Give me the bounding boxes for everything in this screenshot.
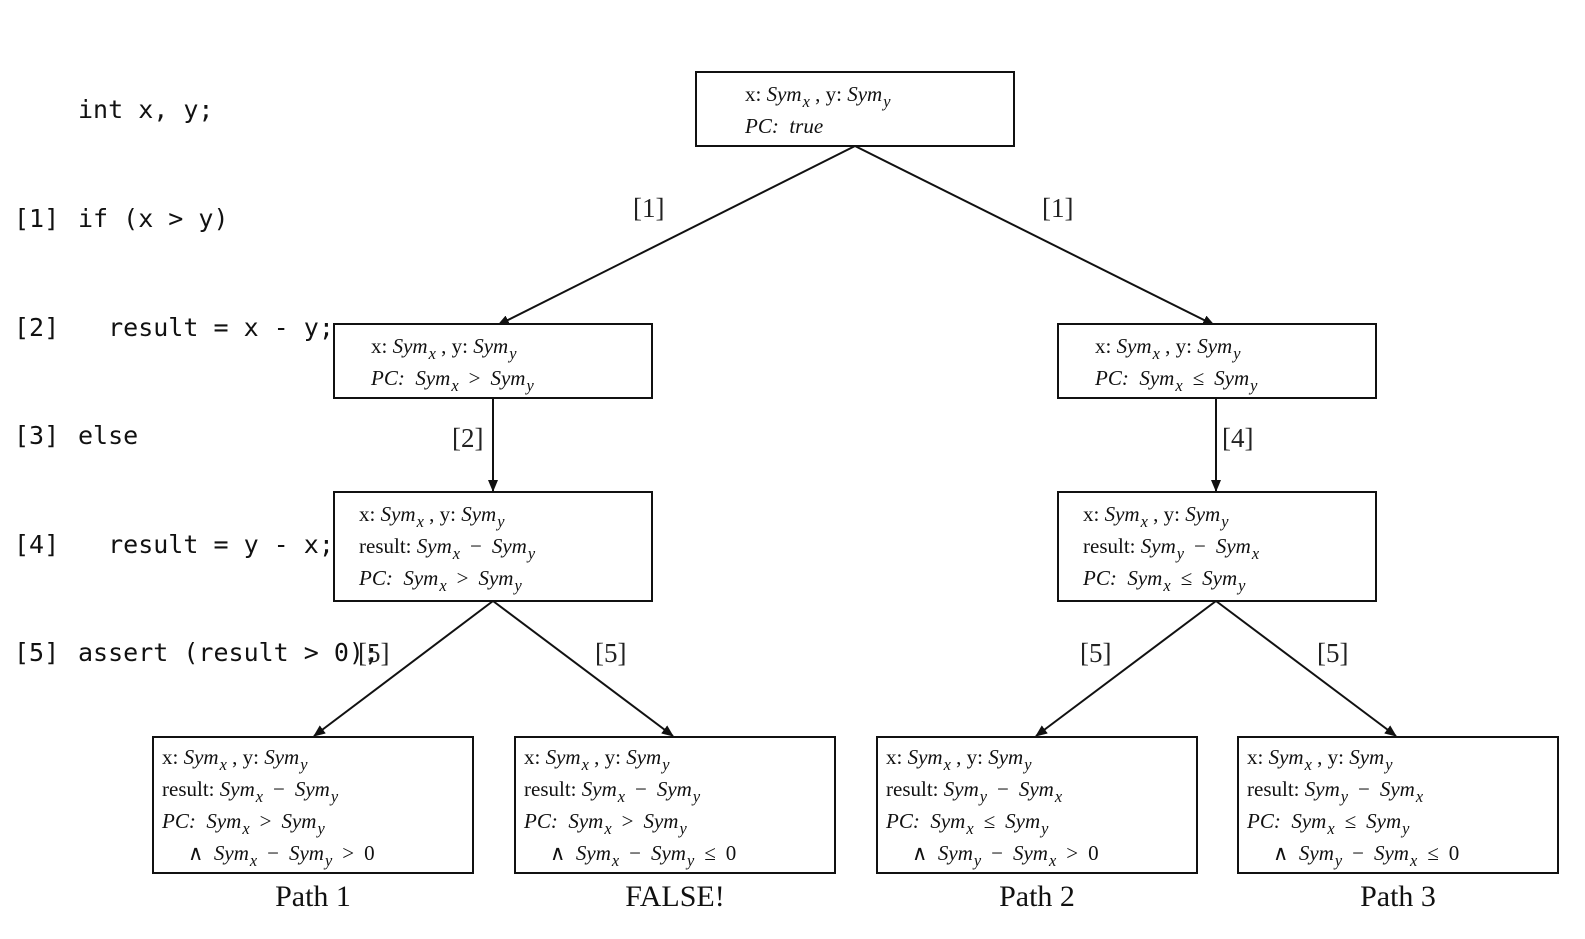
edge-label-right-down: [4]	[1222, 423, 1254, 453]
edge-left-leaf2	[492, 600, 674, 737]
caption-path1: Path 1	[275, 880, 351, 913]
node-leaf-path3: x: Symx , y: Symy result: Symy−Symx PC: …	[1237, 736, 1559, 874]
code-listing: int x, y; [1]if (x > y) [2] result = x -…	[14, 20, 379, 744]
edge-label-leaf1: [5]	[358, 638, 390, 668]
node-leaf-path1: x: Symx , y: Symy result: Symx−Symy PC: …	[152, 736, 474, 874]
edge-label-root-left: [1]	[633, 193, 665, 223]
code-line: [4] result = y - x;	[14, 529, 334, 559]
edge-left-leaf1	[313, 600, 494, 737]
edge-label-leaf2: [5]	[595, 638, 627, 668]
edge-root-right	[854, 145, 1215, 326]
code-line: [1]if (x > y)	[14, 204, 229, 234]
code-line: int x, y;	[78, 95, 214, 125]
edge-label-root-right: [1]	[1042, 193, 1074, 223]
node-root: x: Symx , y: Symy PC: true	[695, 71, 1015, 147]
edge-label-leaf3: [5]	[1080, 638, 1112, 668]
node-right-result: x: Symx , y: Symy result: Symy−Symx PC: …	[1057, 491, 1377, 602]
caption-false: FALSE!	[625, 880, 725, 913]
code-line: [5]assert (result > 0);	[14, 638, 380, 668]
node-left-branch: x: Symx , y: Symy PC: Symx>Symy	[333, 323, 653, 399]
edge-right-leaf3	[1035, 600, 1217, 737]
node-leaf-false: x: Symx , y: Symy result: Symx−Symy PC: …	[514, 736, 836, 874]
node-leaf-path2: x: Symx , y: Symy result: Symy−Symx PC: …	[876, 736, 1198, 874]
edge-label-left-down: [2]	[452, 423, 484, 453]
code-line: [3]else	[14, 421, 139, 451]
caption-path3: Path 3	[1360, 880, 1436, 913]
node-right-branch: x: Symx , y: Symy PC: Symx≤Symy	[1057, 323, 1377, 399]
node-left-result: x: Symx , y: Symy result: Symx−Symy PC: …	[333, 491, 653, 602]
edge-right-leaf4	[1215, 600, 1397, 737]
code-line: [2] result = x - y;	[14, 312, 334, 342]
caption-path2: Path 2	[999, 880, 1075, 913]
edge-root-left	[497, 145, 856, 326]
edge-label-leaf4: [5]	[1317, 638, 1349, 668]
